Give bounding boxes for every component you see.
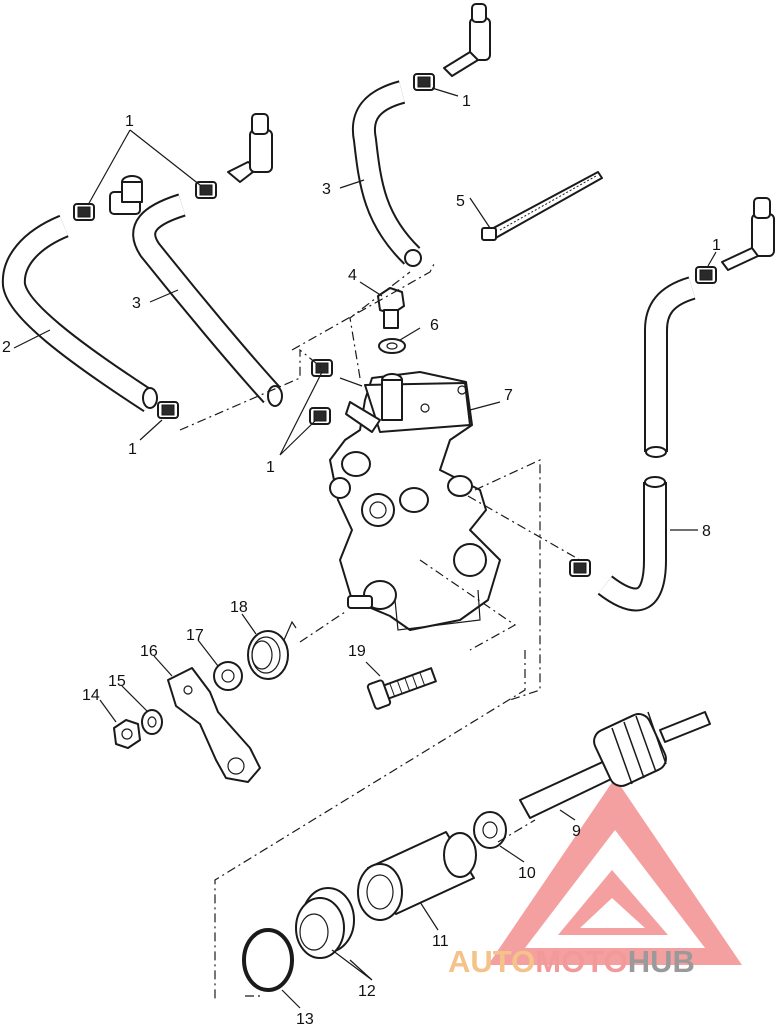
spring-18 — [247, 620, 297, 680]
callout-5: 5 — [456, 193, 465, 210]
nut-14 — [113, 719, 141, 749]
washer-15 — [141, 709, 163, 735]
callout-6: 6 — [430, 317, 439, 334]
callout-3: 3 — [132, 295, 141, 312]
callout-1: 1 — [712, 237, 721, 254]
callout-14: 14 — [82, 687, 100, 704]
centre-lines — [179, 261, 581, 1000]
washer-17 — [213, 661, 243, 691]
circlip-13 — [242, 928, 294, 992]
callout-11: 11 — [432, 933, 449, 950]
watermark-hub: HUB — [628, 944, 695, 979]
leader-lines — [13, 87, 717, 1009]
seals-12 — [295, 887, 355, 959]
callout-12: 12 — [358, 983, 376, 1000]
oil-pump-body — [329, 371, 501, 631]
callout-4: 4 — [348, 267, 357, 284]
svg-text:AUTOMOTOHUB: AUTOMOTOHUB — [448, 944, 695, 979]
callout-7: 7 — [504, 387, 513, 404]
hose-3-left — [132, 193, 283, 407]
callout-1: 1 — [266, 459, 275, 476]
lever-16 — [167, 667, 261, 783]
hose-3-top — [351, 80, 422, 267]
callout-17: 17 — [186, 627, 204, 644]
callout-16: 16 — [140, 643, 158, 660]
bolt-19 — [366, 667, 437, 710]
callout-1: 1 — [125, 113, 134, 130]
hose-2 — [1, 214, 158, 413]
watermark-logo-icon — [488, 778, 742, 965]
callout-13: 13 — [296, 1011, 314, 1024]
fittings — [109, 3, 775, 271]
hose-clamps-1 — [73, 73, 717, 577]
watermark-wordmark: AUTOMOTOHUB — [448, 944, 695, 979]
cable-tie-5 — [481, 171, 603, 241]
callout-labels: 1 2 3 1 3 1 5 1 4 6 7 1 8 9 10 11 12 13 … — [2, 93, 721, 1024]
bolt-4 — [377, 287, 405, 329]
callout-10: 10 — [518, 865, 536, 882]
callout-15: 15 — [108, 673, 126, 690]
callout-1: 1 — [128, 441, 137, 458]
gear-shaft-9 — [519, 711, 711, 819]
callout-9: 9 — [572, 823, 581, 840]
watermark-auto: AUTO — [448, 944, 535, 979]
washer-6 — [378, 338, 406, 354]
callout-19: 19 — [348, 643, 366, 660]
callout-18: 18 — [230, 599, 248, 616]
callout-2: 2 — [2, 339, 11, 356]
hose-right-upper — [644, 276, 696, 458]
callout-1: 1 — [462, 93, 471, 110]
hose-8 — [597, 476, 667, 612]
watermark-moto: MOTO — [535, 944, 627, 979]
bushing-11 — [357, 831, 477, 921]
callout-8: 8 — [702, 523, 711, 540]
callout-3: 3 — [322, 181, 331, 198]
washer-10 — [473, 811, 507, 849]
